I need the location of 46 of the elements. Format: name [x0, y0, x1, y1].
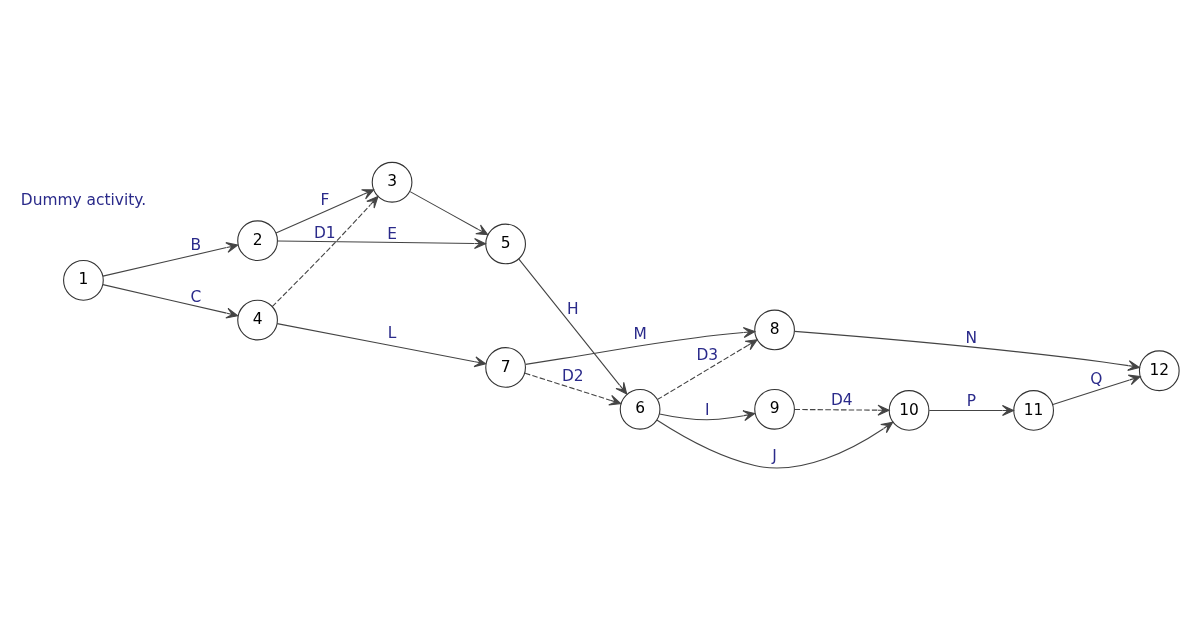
- edge-label: B: [190, 235, 202, 254]
- node-circle: 5: [485, 223, 526, 264]
- arrow: [275, 188, 375, 234]
- edge-label: J: [772, 446, 777, 465]
- node-circle: 1: [63, 259, 104, 301]
- node-circle: 9: [754, 388, 795, 430]
- edge-label: D2: [562, 366, 584, 385]
- arrow: [409, 190, 489, 235]
- edge-label: Q: [1090, 369, 1103, 388]
- node-circle: 12: [1138, 349, 1180, 391]
- legend-label: Dummy activity.: [20, 190, 147, 209]
- edge-label: C: [190, 287, 202, 306]
- edge-label: D4: [830, 390, 853, 409]
- edge-label: P: [966, 391, 976, 410]
- edge-label: D3: [696, 345, 719, 364]
- node-circle: 2: [237, 219, 278, 261]
- node-circle: 8: [754, 309, 795, 350]
- arrow: [1052, 374, 1141, 405]
- edge-label: N: [965, 328, 978, 347]
- arrow: [524, 372, 622, 405]
- edge-label: D1: [313, 223, 336, 242]
- node-circle: 11: [1013, 389, 1054, 431]
- edge-label: L: [387, 323, 397, 342]
- arrow: [928, 404, 1015, 416]
- arrow: [277, 237, 487, 249]
- edge-label: I: [705, 400, 710, 419]
- arrow: [659, 409, 756, 421]
- arrow: [525, 326, 756, 365]
- edge-label: M: [633, 324, 647, 343]
- arrow: [271, 195, 379, 307]
- arrow: [794, 404, 890, 416]
- node-circle: 10: [888, 389, 930, 431]
- edge-label: H: [567, 299, 579, 318]
- edge-label: F: [320, 190, 330, 209]
- node-circle: 4: [237, 299, 278, 340]
- arrow: [656, 338, 758, 400]
- node-circle: 3: [371, 161, 413, 203]
- arrow: [656, 418, 894, 469]
- arrow: [518, 257, 628, 395]
- node-circle: 6: [619, 388, 661, 430]
- arrow: [794, 330, 1140, 371]
- arrow: [102, 283, 239, 319]
- arrow: [102, 241, 239, 277]
- arrow: [276, 322, 487, 367]
- edge-label: E: [387, 224, 397, 243]
- node-circle: 7: [485, 346, 526, 388]
